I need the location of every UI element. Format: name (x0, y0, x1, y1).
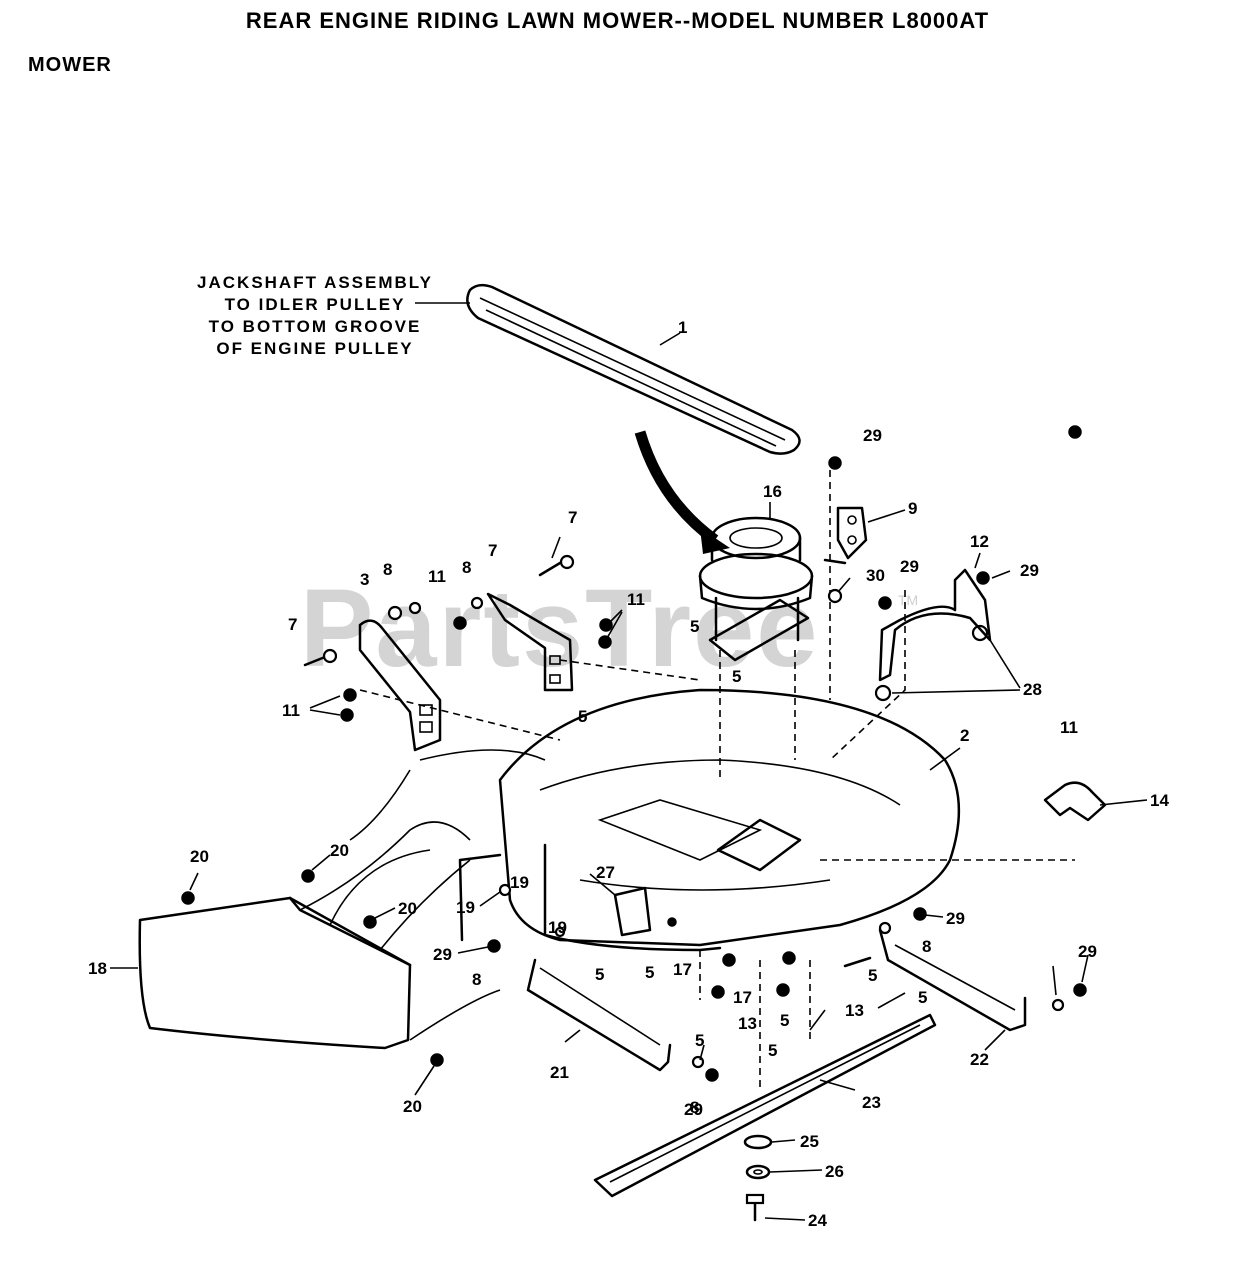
mower-deck-part-2 (458, 688, 961, 952)
callout: 19 (510, 873, 529, 892)
callout: 11 (428, 567, 446, 586)
callout: 19 (456, 898, 475, 917)
callout: 5 (690, 617, 699, 636)
baffle-part-27 (613, 886, 677, 937)
callout: 8 (462, 558, 471, 577)
callout: 5 (918, 988, 927, 1007)
callout: 8 (922, 937, 931, 956)
callout: 20 (398, 899, 417, 918)
callout: 12 (970, 532, 989, 551)
callout: 5 (780, 1011, 789, 1030)
discharge-chute-part-18 (138, 749, 546, 1050)
callout: 21 (550, 1063, 569, 1082)
callout: 29 (863, 426, 882, 445)
callout: 29 (684, 1100, 703, 1119)
callout: 26 (825, 1162, 844, 1181)
diagram-title: REAR ENGINE RIDING LAWN MOWER--MODEL NUM… (245, 8, 990, 33)
callout: 20 (403, 1097, 422, 1116)
callout: 25 (800, 1132, 819, 1151)
note-line: JACKSHAFT ASSEMBLY (197, 273, 433, 292)
callout: 5 (578, 707, 587, 726)
belt-routing-note: JACKSHAFT ASSEMBLY TO IDLER PULLEY TO BO… (175, 272, 455, 360)
callout: 29 (946, 909, 965, 928)
callout: 20 (190, 847, 209, 866)
callout: 11 (282, 701, 300, 720)
bracket-left-part-3 (358, 619, 442, 752)
note-line: TO BOTTOM GROOVE (208, 317, 422, 336)
callout: 20 (330, 841, 349, 860)
pulley-part-16 (698, 516, 814, 662)
callout: 2 (960, 726, 969, 745)
callout: 13 (845, 1001, 864, 1020)
belt-part-1 (466, 283, 801, 455)
callout-labels: 1 29 16 9 7 3 8 11 8 7 12 29 30 29 11 5 … (88, 318, 1169, 1230)
callout: 5 (595, 965, 604, 984)
lift-bracket-part-22 (878, 928, 1027, 1032)
callout: 27 (596, 863, 615, 882)
bracket-part-12 (878, 568, 992, 682)
callout: 24 (808, 1211, 827, 1230)
callout: 22 (970, 1050, 989, 1069)
callout: 17 (733, 988, 752, 1007)
bracket-part-9 (823, 506, 868, 565)
callout: 23 (862, 1093, 881, 1112)
callout: 5 (768, 1041, 777, 1060)
callout: 5 (695, 1031, 704, 1050)
callout: 30 (866, 566, 885, 585)
callout: 5 (645, 963, 654, 982)
callout: 5 (732, 667, 741, 686)
callout: 28 (1023, 680, 1042, 699)
blade-part-23 (593, 1013, 937, 1198)
belt-routing-arrow (634, 430, 730, 554)
lift-bracket-part-21 (526, 958, 672, 1072)
callout: 9 (908, 499, 917, 518)
callout: 8 (690, 1098, 699, 1117)
callout: 29 (1078, 942, 1097, 961)
bolt-icon (303, 554, 872, 1222)
callout: 5 (868, 966, 877, 985)
callout: 8 (383, 560, 392, 579)
callout: 29 (900, 557, 919, 576)
callout: 14 (1150, 791, 1169, 810)
callout: 29 (433, 945, 452, 964)
section-label: MOWER (28, 54, 112, 76)
callout: 16 (763, 482, 782, 501)
assembly-lines (359, 470, 1075, 1090)
callout: 7 (488, 541, 497, 560)
note-line: TO IDLER PULLEY (224, 295, 406, 314)
callout: 13 (738, 1014, 757, 1033)
callout: 8 (472, 970, 481, 989)
note-line: OF ENGINE PULLEY (216, 339, 414, 358)
callout: 19 (548, 918, 567, 937)
callout: 18 (88, 959, 107, 978)
callout: 11 (1060, 718, 1078, 737)
leader-lines (110, 332, 1148, 1221)
watermark-tm: TM (898, 592, 919, 608)
blade-washers (743, 1134, 773, 1180)
callout: 1 (678, 318, 687, 337)
callout: 29 (1020, 561, 1039, 580)
callout: 7 (568, 508, 577, 527)
callout: 17 (673, 960, 692, 979)
callout: 3 (360, 570, 369, 589)
callout: 7 (288, 615, 297, 634)
nut-icons (181, 425, 1087, 1082)
bracket-part-14 (1043, 781, 1107, 822)
bracket-right-part-3b (486, 592, 574, 692)
callout: 11 (627, 590, 645, 609)
